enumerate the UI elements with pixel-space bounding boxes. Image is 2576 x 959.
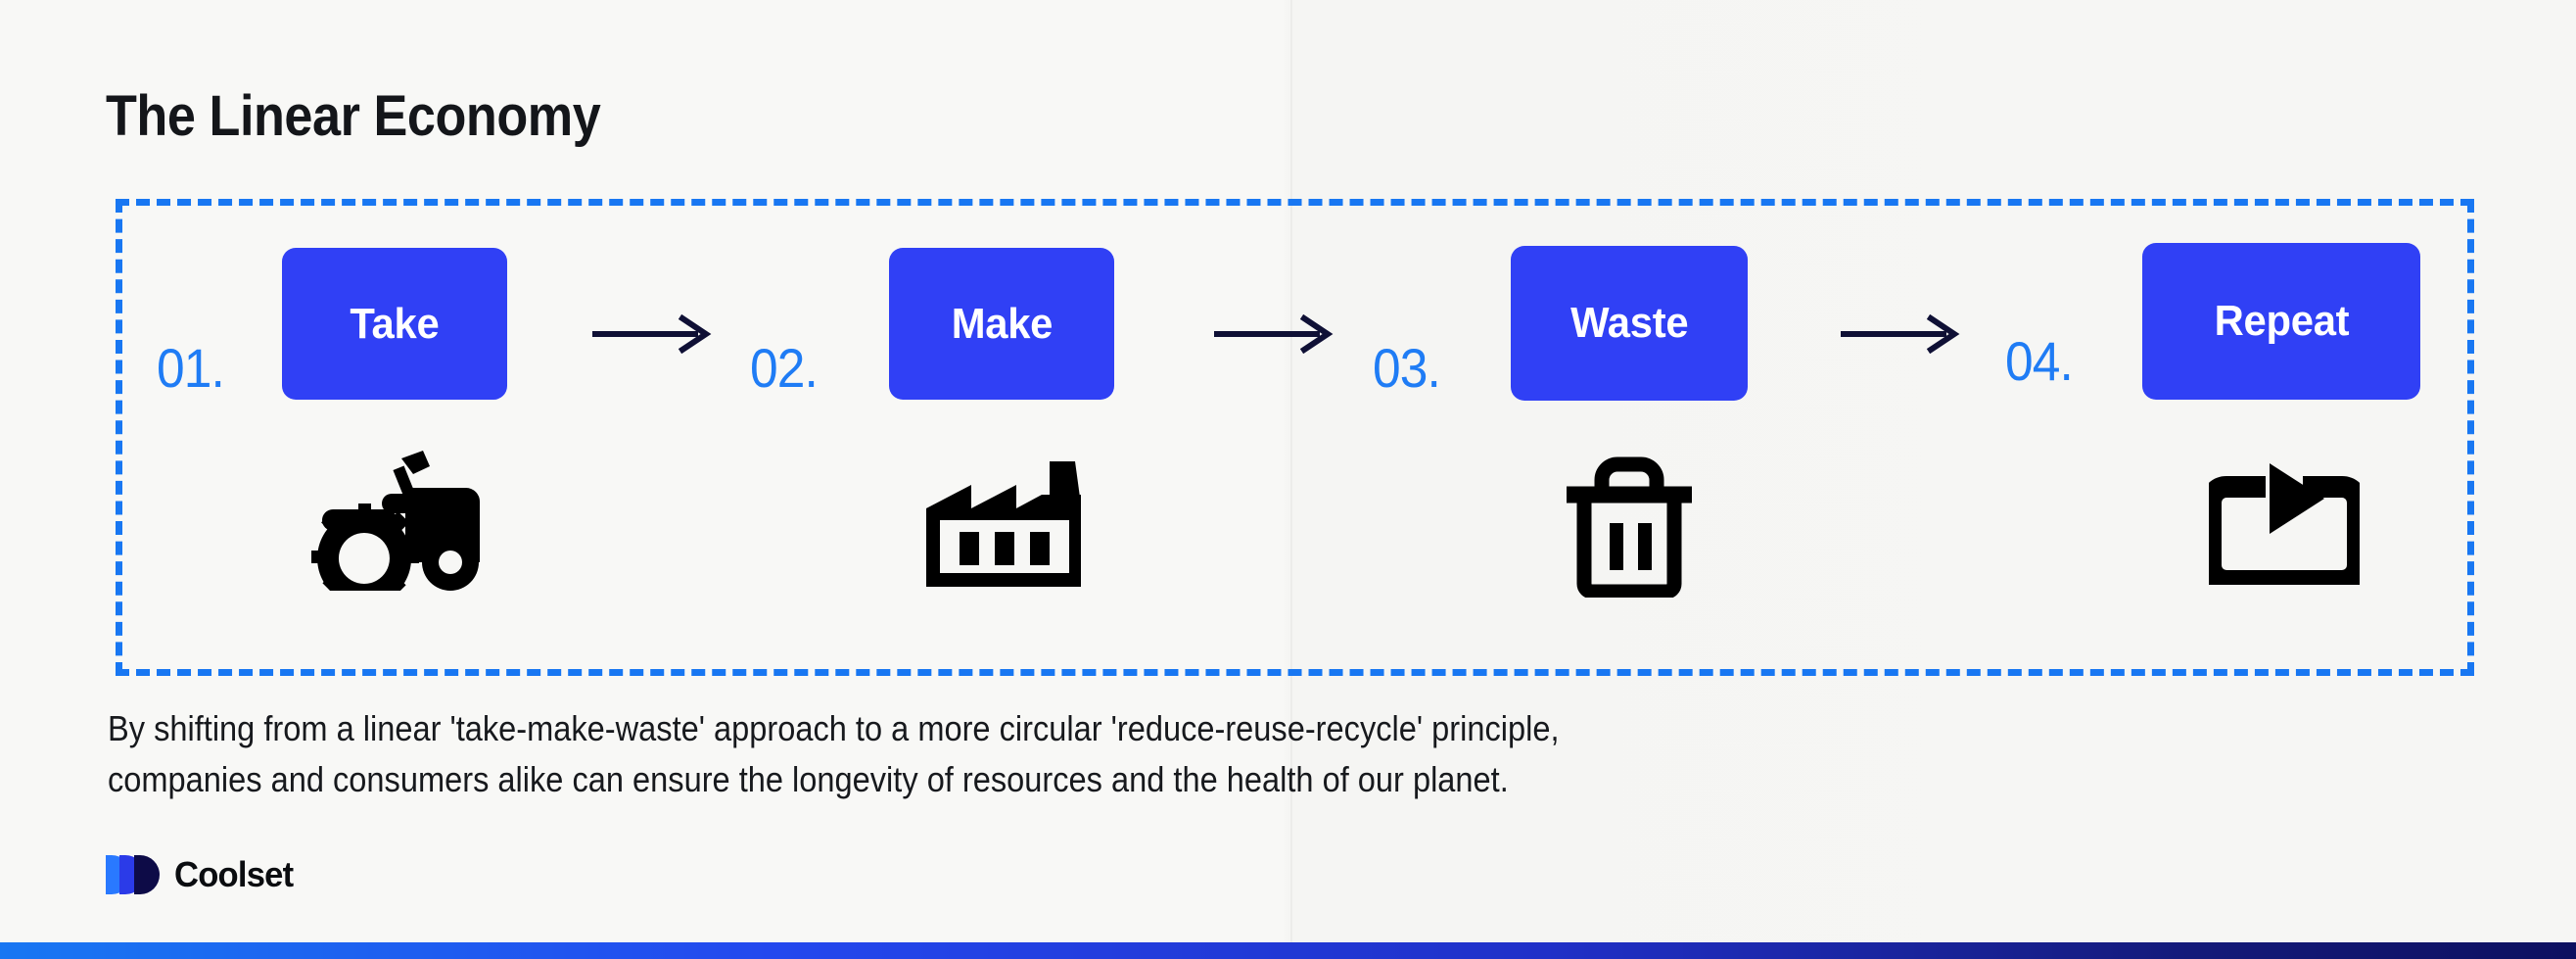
arrow-right-icon-1: [590, 314, 716, 354]
repeat-icon: [2209, 461, 2360, 585]
arrow-right-icon-3: [1839, 314, 1964, 354]
step-number-02: 02.: [750, 337, 819, 399]
coolset-logo-wordmark: Coolset: [174, 854, 294, 894]
step-number-04: 04.: [2005, 330, 2074, 392]
step-chip-label-take: Take: [350, 299, 440, 348]
page-title: The Linear Economy: [106, 84, 601, 148]
step-chip-take[interactable]: Take: [282, 248, 507, 400]
trash-icon: [1563, 451, 1696, 598]
flow-dashed-container: [116, 199, 2474, 676]
bottom-gradient-bar: [0, 942, 2576, 959]
factory-icon: [926, 461, 1083, 587]
step-number-01: 01.: [157, 337, 225, 399]
step-chip-make[interactable]: Make: [889, 248, 1114, 400]
step-chip-label-waste: Waste: [1569, 299, 1689, 347]
arrow-right-icon-2: [1212, 314, 1337, 354]
step-chip-waste[interactable]: Waste: [1511, 246, 1748, 401]
step-number-03: 03.: [1373, 337, 1441, 399]
tractor-icon: [307, 449, 484, 591]
coolset-logo-mark: [106, 855, 161, 894]
step-chip-label-repeat: Repeat: [2214, 297, 2349, 345]
step-chip-label-make: Make: [951, 299, 1053, 348]
coolset-logo: Coolset: [106, 854, 298, 895]
flow-row: 01. Take: [116, 199, 2474, 676]
step-chip-repeat[interactable]: Repeat: [2142, 243, 2420, 400]
caption-text: By shifting from a linear 'take-make-was…: [108, 708, 1560, 799]
